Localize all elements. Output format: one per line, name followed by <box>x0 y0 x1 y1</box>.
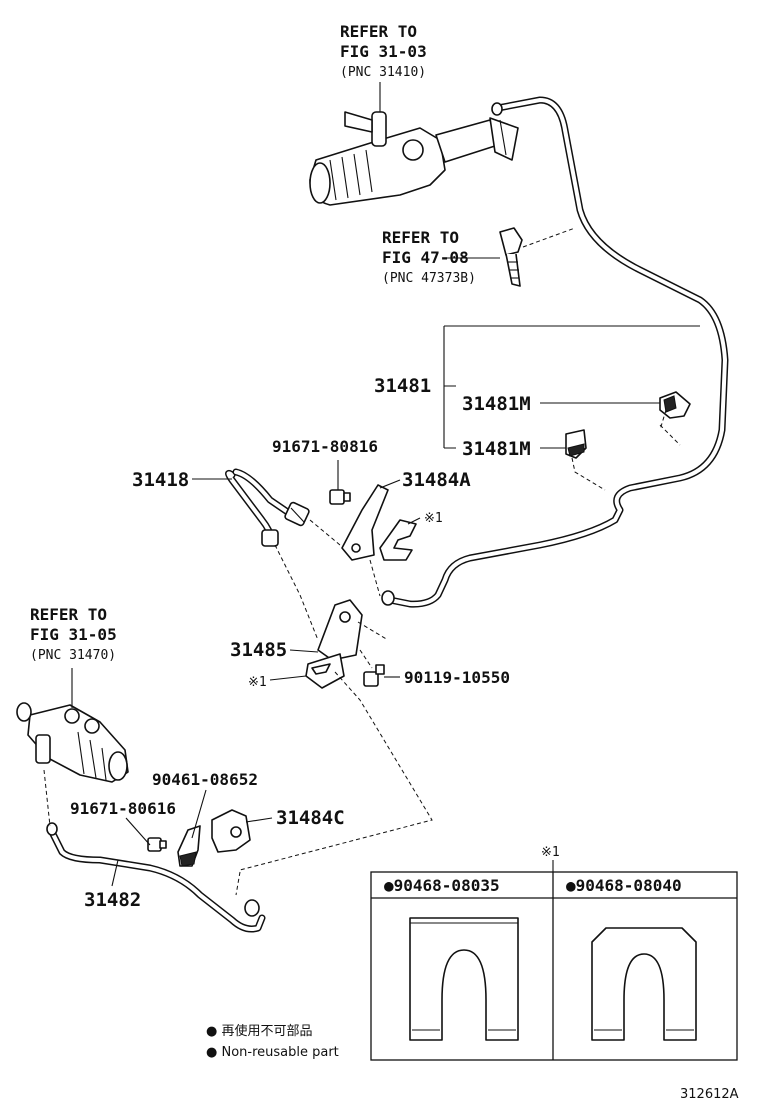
label-31481: 31481 <box>374 375 431 397</box>
clip-31481m-lower <box>565 429 587 459</box>
table-note: ※1 <box>541 845 560 860</box>
bracket-31484a <box>341 484 389 561</box>
table-col2: ●90468-08040 <box>566 876 682 895</box>
bolt-91671-80816 <box>329 489 351 505</box>
bolt-91671-80616 <box>147 837 167 852</box>
clutch-line-pipe <box>381 96 729 608</box>
label-31485: 31485 <box>230 639 287 661</box>
ref-mid-line2: FIG 47-08 <box>382 248 469 267</box>
legend-jp: ● 再使用不可部品 <box>206 1023 312 1039</box>
ref-mid-line3: (PNC 47373B) <box>382 271 476 286</box>
ref-left: REFER TO FIG 31-05 (PNC 31470) <box>30 605 117 663</box>
label-31482: 31482 <box>84 889 141 911</box>
table-col1: ●90468-08035 <box>384 876 500 895</box>
u-clip-top <box>379 519 417 561</box>
lower-tube-31482 <box>46 822 266 933</box>
label-note1-mid: ※1 <box>248 675 267 690</box>
clutch-release-cylinder <box>16 702 129 783</box>
label-31481m-a: 31481M <box>462 393 531 415</box>
clip-31481m-upper <box>659 391 691 419</box>
ref-top-line1: REFER TO <box>340 22 417 41</box>
clutch-master-cylinder <box>309 111 519 206</box>
label-31484a: 31484A <box>402 469 471 491</box>
clip-90468-08035-shape <box>409 917 519 1041</box>
label-90461-08652: 90461-08652 <box>152 770 258 789</box>
figure-id: 312612A <box>680 1087 739 1102</box>
label-note1-top: ※1 <box>424 511 443 526</box>
bracket-31485 <box>305 599 363 689</box>
label-31418: 31418 <box>132 469 189 491</box>
ref-left-line2: FIG 31-05 <box>30 625 117 644</box>
bracket-31484c <box>211 809 251 853</box>
label-90119-10550: 90119-10550 <box>404 668 510 687</box>
ref-top-line2: FIG 31-03 <box>340 42 427 61</box>
clip-table: ※1 ●90468-08035 ●90468-08040 <box>370 845 738 1061</box>
ref-mid: REFER TO FIG 47-08 (PNC 47373B) <box>382 228 476 286</box>
label-91671-80816: 91671-80816 <box>272 437 378 456</box>
clip-90468-08040-shape <box>591 927 697 1041</box>
ref-mid-line1: REFER TO <box>382 228 459 247</box>
clip-90461-08652 <box>177 825 201 867</box>
label-31484c: 31484C <box>276 807 345 829</box>
ref-top-line3: (PNC 31410) <box>340 65 426 80</box>
dashed-lines <box>43 227 681 896</box>
clamp-47373b <box>499 227 523 287</box>
legend-en: ● Non-reusable part <box>206 1045 339 1060</box>
ref-left-line1: REFER TO <box>30 605 107 624</box>
label-31481m-b: 31481M <box>462 438 531 460</box>
ref-left-line3: (PNC 31470) <box>30 648 116 663</box>
flexible-hose-31418 <box>225 468 310 547</box>
label-91671-80616: 91671-80616 <box>70 799 176 818</box>
ref-top: REFER TO FIG 31-03 (PNC 31410) <box>340 22 427 80</box>
leader-lines <box>71 82 700 887</box>
bolt-90119-10550 <box>363 664 385 687</box>
